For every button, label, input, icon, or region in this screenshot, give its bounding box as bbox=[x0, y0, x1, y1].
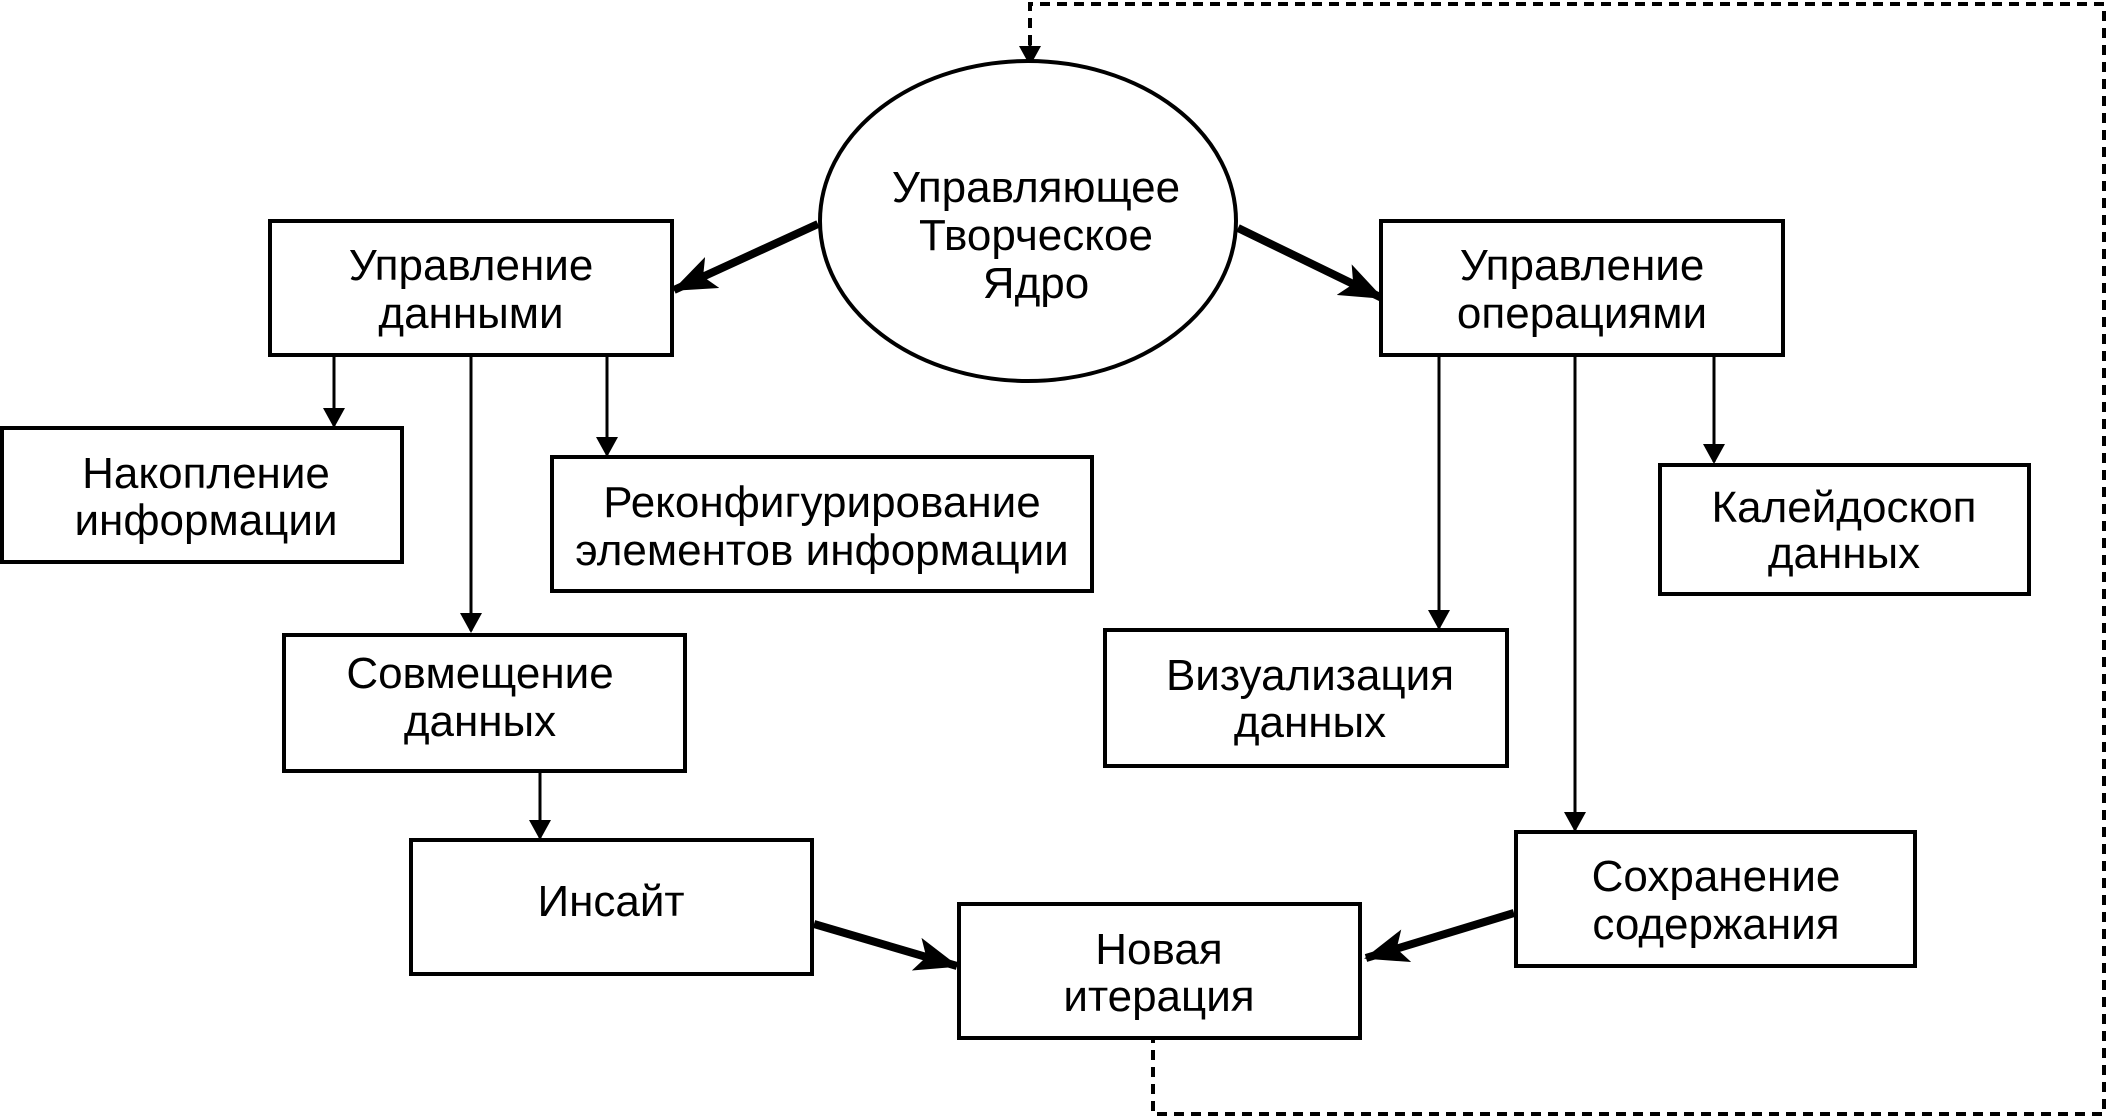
data-visualization-line1: Визуализация bbox=[1166, 651, 1454, 700]
creative-core-line1: Управляющее bbox=[892, 163, 1180, 212]
data-management-line2: данными bbox=[378, 289, 563, 338]
data-visualization-node: Визуализация данных bbox=[1103, 628, 1509, 768]
reconfiguration-line2: элементов информации bbox=[575, 526, 1068, 575]
new-iteration-line1: Новая bbox=[1095, 925, 1222, 974]
reconfiguration-line1: Реконфигурирование bbox=[603, 478, 1040, 527]
new-iteration-line2: итерация bbox=[1063, 972, 1254, 1021]
data-kaleidoscope-line2: данных bbox=[1768, 529, 1920, 578]
information-accumulation-line1: Накопление bbox=[82, 449, 330, 498]
feedback-loop-line bbox=[1028, 2, 2106, 1116]
data-management-line1: Управление bbox=[349, 241, 594, 290]
new-iteration-node: Новая итерация bbox=[957, 902, 1362, 1040]
arrow-core-to-operations-management bbox=[1236, 224, 1384, 302]
data-combination-line1: Совмещение bbox=[346, 649, 613, 698]
arrow-preservation-to-new-iteration bbox=[1364, 909, 1516, 963]
information-accumulation-line2: информации bbox=[74, 496, 337, 545]
operations-management-node: Управление операциями bbox=[1379, 219, 1785, 357]
data-visualization-line2: данных bbox=[1234, 698, 1386, 747]
data-kaleidoscope-node: Калейдоскоп данных bbox=[1658, 463, 2031, 596]
data-kaleidoscope-line1: Калейдоскоп bbox=[1711, 483, 1976, 532]
arrow-core-to-data-management bbox=[672, 220, 820, 294]
creative-core-node: Управляющее Творческое Ядро bbox=[818, 59, 1238, 383]
information-accumulation-node: Накопление информации bbox=[0, 426, 404, 564]
content-preservation-line1: Сохранение bbox=[1592, 852, 1841, 901]
insight-node: Инсайт bbox=[409, 838, 814, 976]
content-preservation-line2: содержания bbox=[1592, 900, 1839, 949]
content-preservation-node: Сохранение содержания bbox=[1514, 830, 1917, 968]
data-combination-line2: данных bbox=[404, 697, 556, 746]
arrow-insight-to-new-iteration bbox=[812, 920, 959, 971]
data-combination-node: Совмещение данных bbox=[282, 633, 687, 773]
creative-core-line2: Творческое bbox=[919, 211, 1153, 260]
creative-core-line3: Ядро bbox=[983, 259, 1089, 308]
insight-line1: Инсайт bbox=[537, 877, 684, 926]
operations-management-line2: операциями bbox=[1457, 289, 1707, 338]
reconfiguration-node: Реконфигурирование элементов информации bbox=[550, 455, 1094, 593]
data-management-node: Управление данными bbox=[268, 219, 674, 357]
operations-management-line1: Управление bbox=[1460, 241, 1705, 290]
